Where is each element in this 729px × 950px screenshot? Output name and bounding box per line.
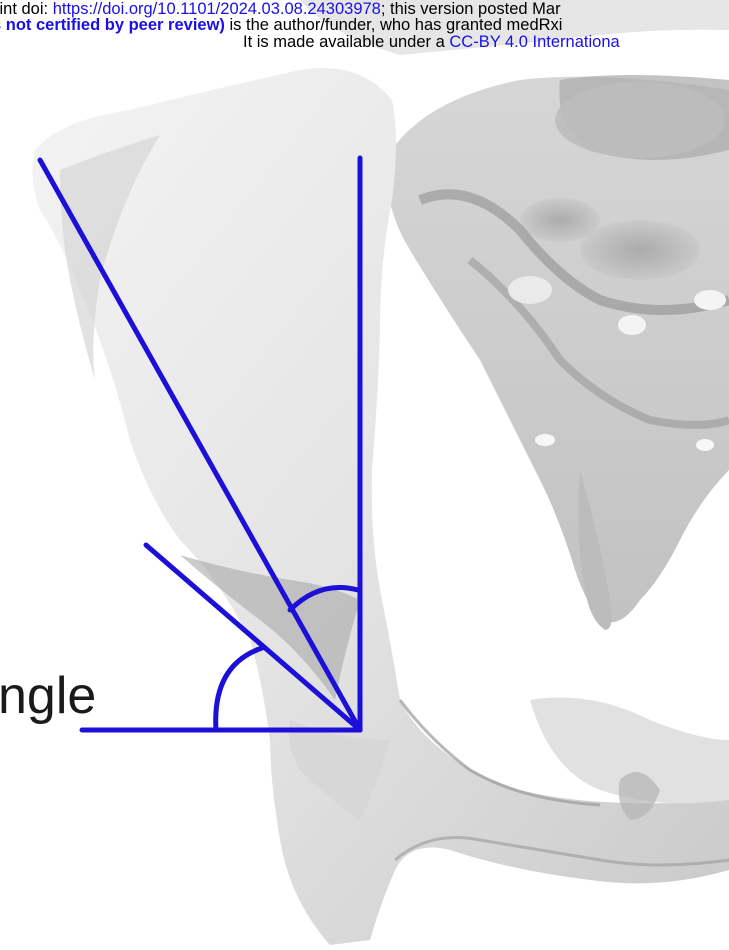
header-license-line: It is made available under a CC-BY 4.0 I…: [243, 34, 620, 50]
lower-angle-arc: [216, 648, 262, 730]
header-license-holder-text: is the author/funder, who has granted me…: [225, 16, 563, 34]
preprint-header: rint doi: https://doi.org/10.1101/2024.0…: [0, 0, 729, 80]
header-doi-line: rint doi: https://doi.org/10.1101/2024.0…: [0, 1, 561, 17]
header-license-prefix: It is made available under a: [243, 33, 449, 51]
license-link[interactable]: CC-BY 4.0 Internationa: [449, 33, 619, 51]
angle-label: ngle: [0, 668, 96, 724]
peer-review-notice: s not certified by peer review): [0, 16, 225, 34]
header-review-line: s not certified by peer review) is the a…: [0, 17, 562, 33]
sacrum: [385, 75, 729, 630]
